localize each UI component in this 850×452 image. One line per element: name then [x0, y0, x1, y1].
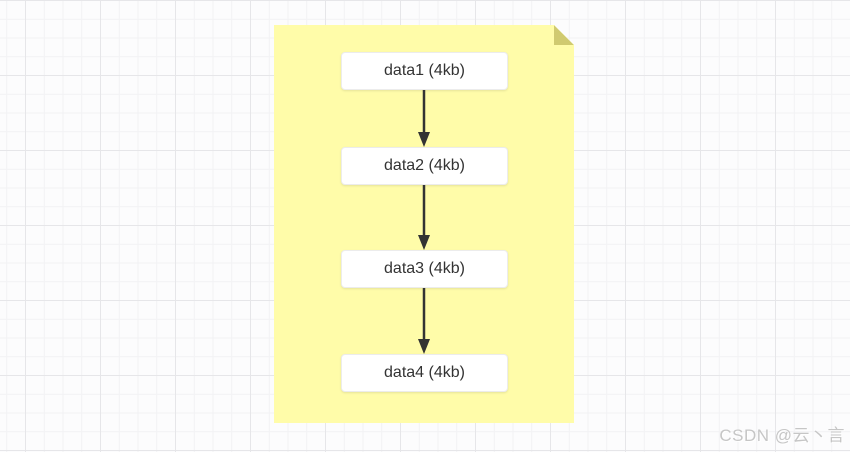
- arrow-down-icon: [417, 90, 431, 147]
- note-fold-corner-icon: [554, 25, 574, 45]
- arrow-down-icon: [417, 288, 431, 354]
- node-data2[interactable]: data2 (4kb): [341, 147, 508, 185]
- node-label: data3 (4kb): [384, 260, 465, 277]
- node-label: data2 (4kb): [384, 157, 465, 174]
- node-data3[interactable]: data3 (4kb): [341, 250, 508, 288]
- note-shape[interactable]: data1 (4kb) data2 (4kb) data3 (4kb): [274, 25, 574, 423]
- node-label: data1 (4kb): [384, 62, 465, 79]
- arrow-connector-2[interactable]: [417, 185, 431, 250]
- node-label: data4 (4kb): [384, 364, 465, 381]
- node-data4[interactable]: data4 (4kb): [341, 354, 508, 392]
- arrow-connector-1[interactable]: [417, 90, 431, 147]
- arrow-down-icon: [417, 185, 431, 250]
- arrow-connector-3[interactable]: [417, 288, 431, 354]
- watermark-text: CSDN @云丶言: [719, 426, 845, 445]
- node-data1[interactable]: data1 (4kb): [341, 52, 508, 90]
